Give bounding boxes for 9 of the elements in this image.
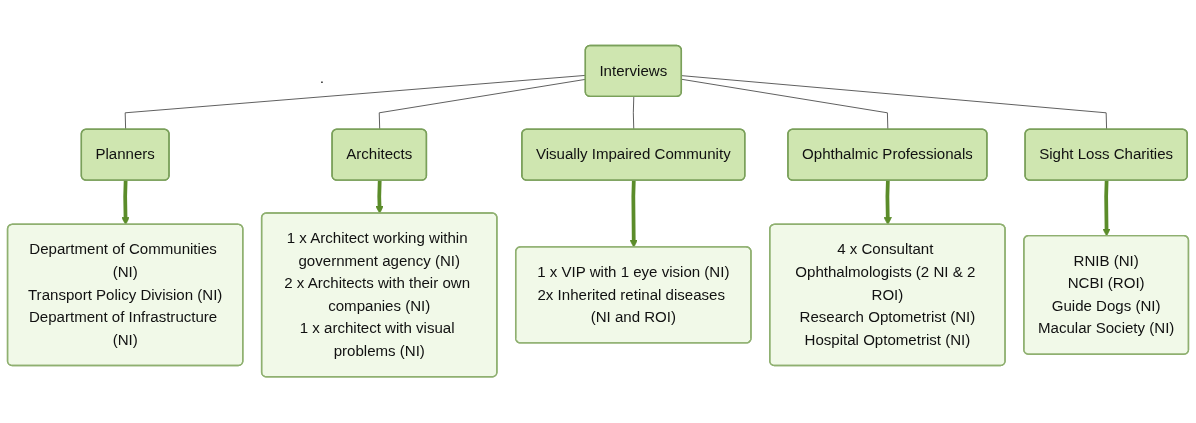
arrow: [1102, 180, 1111, 237]
connector: [632, 96, 635, 131]
arrow: [121, 180, 130, 226]
connector: [681, 75, 1108, 131]
note-text: .: [320, 70, 324, 86]
arrow: [883, 180, 892, 226]
arrow: [375, 180, 384, 215]
arrow: [629, 180, 638, 249]
connector: [681, 79, 889, 131]
